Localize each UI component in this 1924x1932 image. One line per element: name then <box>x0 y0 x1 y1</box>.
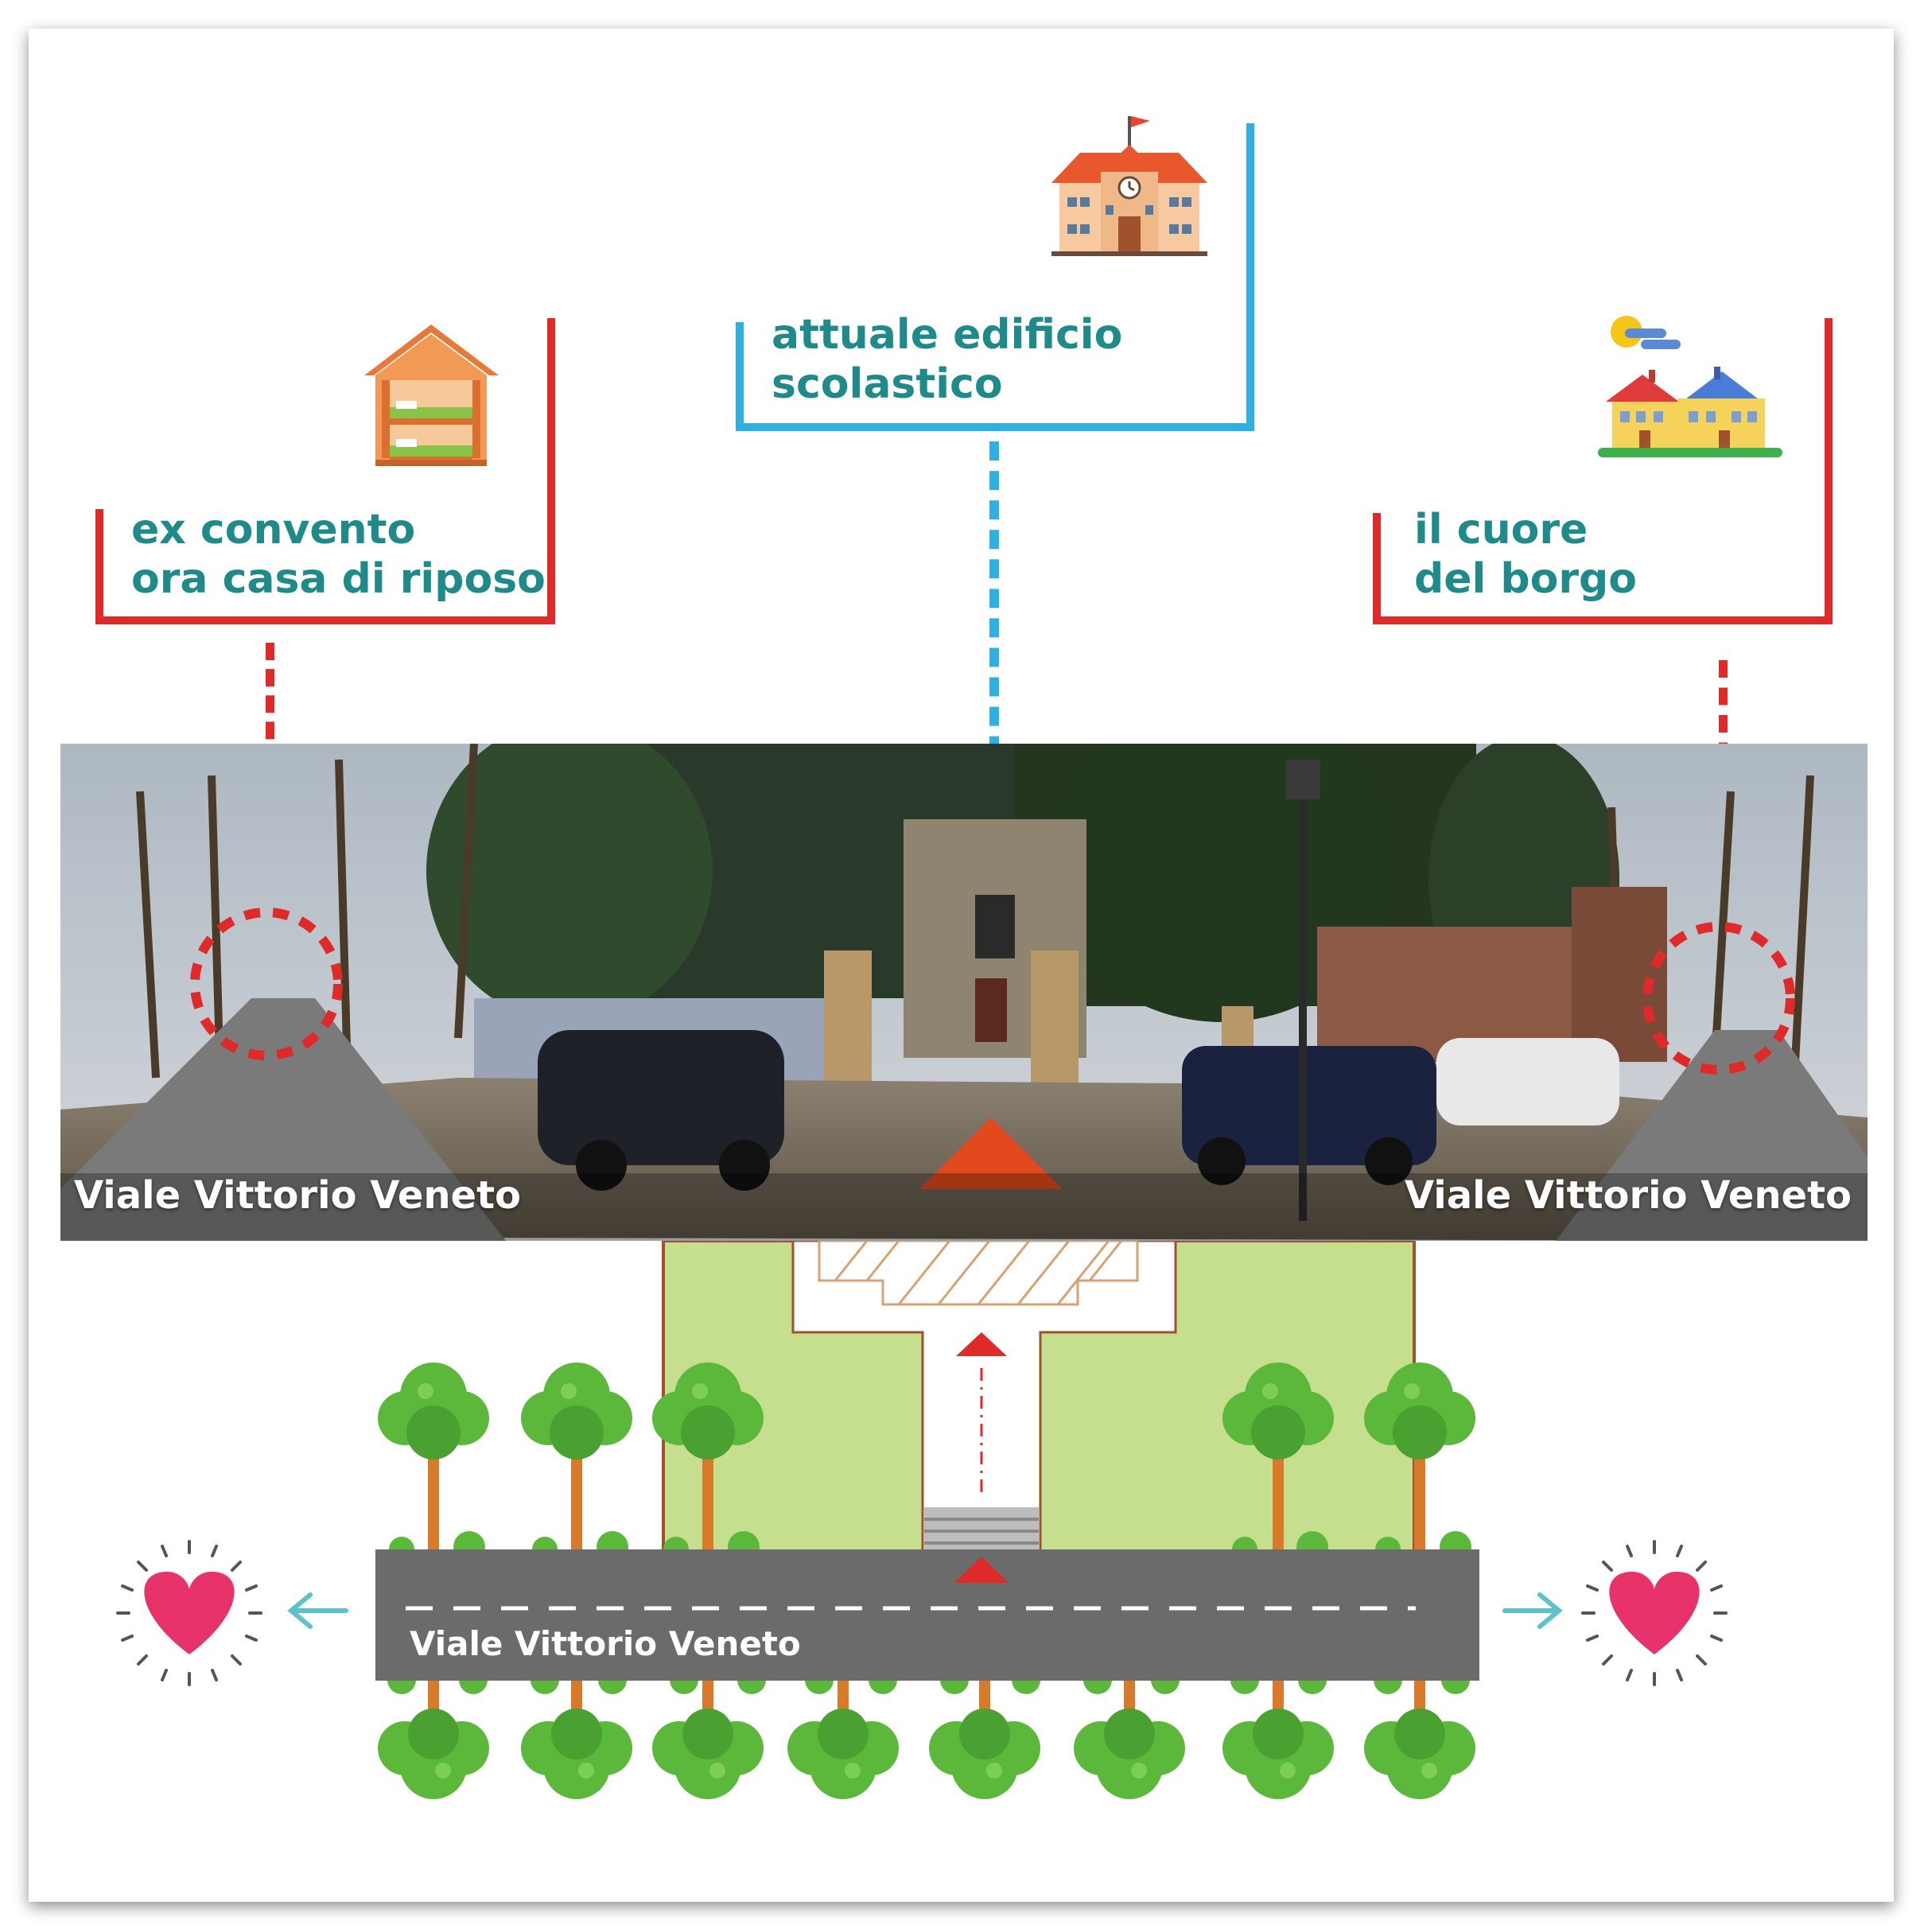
label-right: il cuore del borgo <box>1414 505 1637 604</box>
bracket-left <box>95 318 555 624</box>
building-footprint <box>818 1241 1139 1306</box>
label-left-line1: ex convento <box>131 506 416 554</box>
village-houses-icon <box>1598 316 1782 457</box>
entrance-stairs <box>924 1507 1039 1551</box>
bracket-left-stub <box>95 509 103 624</box>
tree-row-bottom <box>378 1666 1475 1799</box>
entry-arrow-road <box>954 1557 1009 1583</box>
label-center: attuale edificio scolastico <box>772 310 1122 409</box>
label-right-line2: del borgo <box>1414 555 1637 603</box>
heart-icon-right <box>1581 1540 1728 1686</box>
heart-icon-left <box>116 1540 262 1686</box>
label-center-line1: attuale edificio <box>772 311 1123 359</box>
entrance-triangle <box>919 1118 1063 1189</box>
label-right-line1: il cuore <box>1414 506 1588 554</box>
label-left: ex convento ora casa di riposo <box>131 505 546 604</box>
bracket-right-stub <box>1373 513 1381 624</box>
road-label: Viale Vittorio Veneto <box>410 1624 801 1663</box>
highlight-circle-right <box>1642 922 1795 1075</box>
bracket-right <box>1373 318 1833 624</box>
entry-arrow-upper <box>956 1332 1007 1356</box>
panorama-street-label-left: Viale Vittorio Veneto <box>74 1173 522 1218</box>
dormitory-house-icon <box>364 325 499 466</box>
bracket-center <box>736 123 1254 431</box>
road <box>375 1549 1479 1681</box>
arrow-right <box>1502 1592 1563 1629</box>
panorama-street-label-right: Viale Vittorio Veneto <box>1405 1173 1852 1218</box>
label-left-line2: ora casa di riposo <box>131 555 546 603</box>
highlight-circle-left <box>190 908 343 1060</box>
school-building-icon <box>1051 116 1207 256</box>
arrow-left <box>287 1592 348 1629</box>
bracket-center-stub <box>736 322 744 431</box>
label-center-line2: scolastico <box>772 360 1003 408</box>
site-plan <box>116 1241 1728 1799</box>
panorama-photo: Viale Vittorio Veneto Viale Vittorio Ven… <box>60 744 1868 1241</box>
